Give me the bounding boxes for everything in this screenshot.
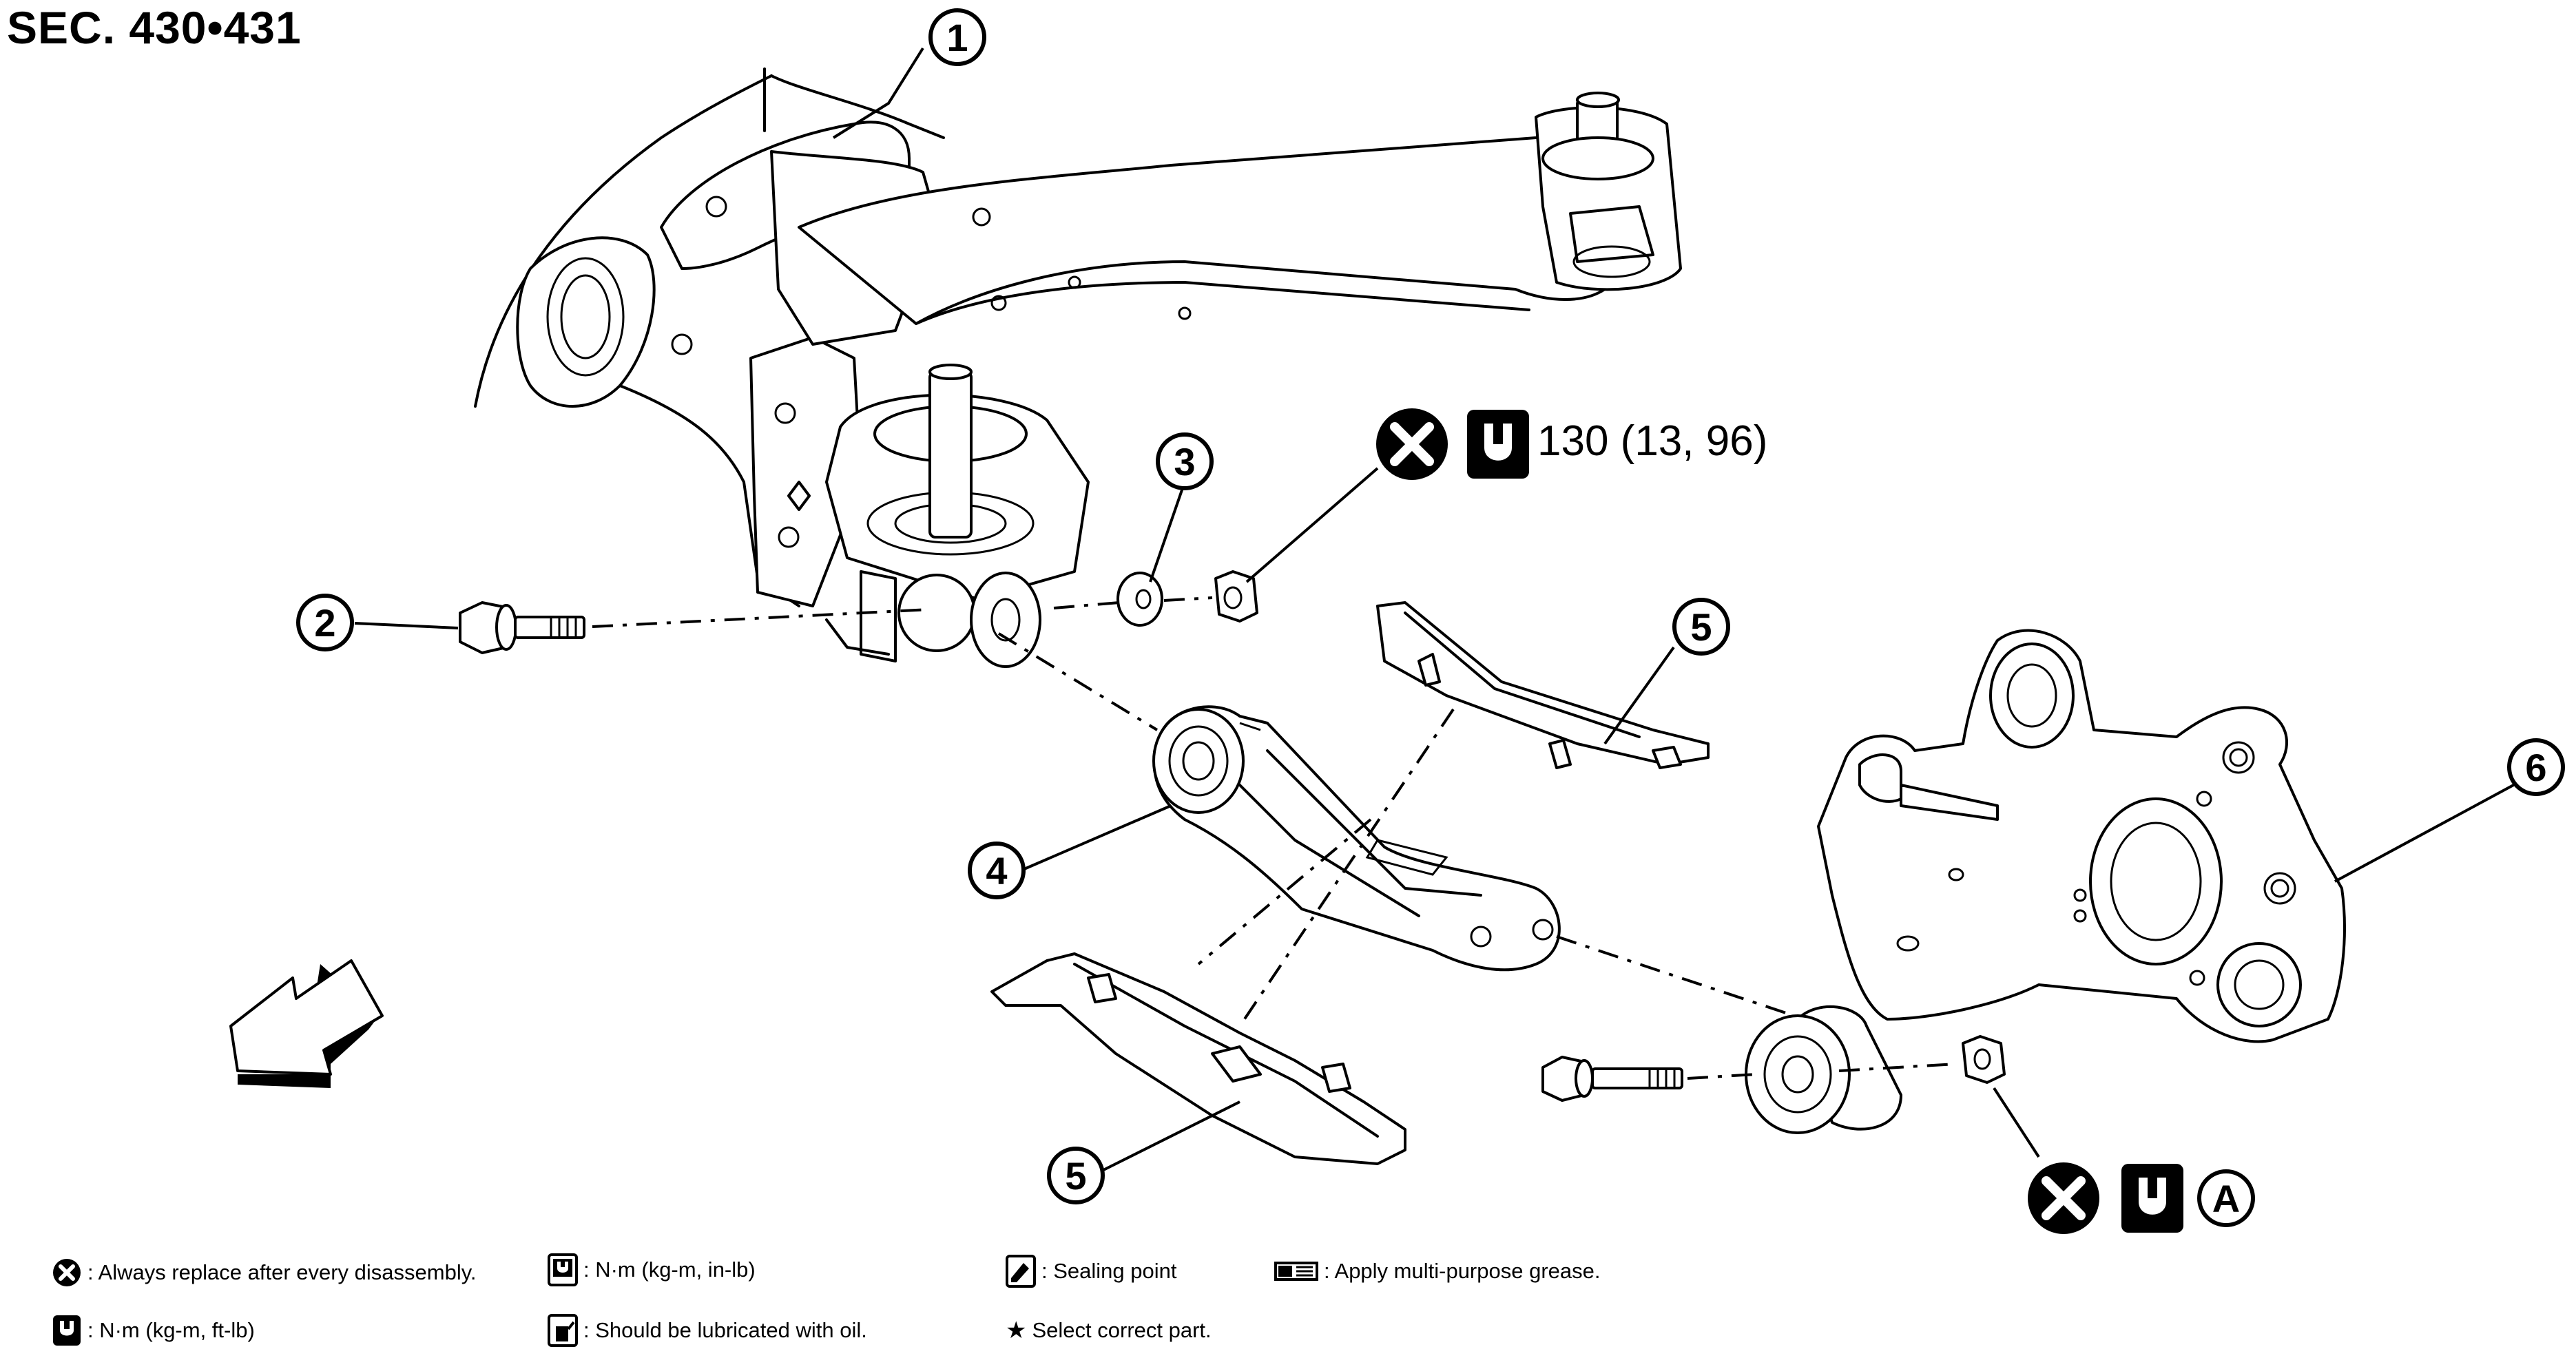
legend-sealing: : Sealing point bbox=[1006, 1255, 1176, 1288]
section-title: SEC. 430•431 bbox=[7, 2, 302, 53]
torque-symbol-lower bbox=[2121, 1164, 2183, 1233]
legend-sealing-text: : Sealing point bbox=[1041, 1259, 1177, 1283]
legend-grease: : Apply multi-purpose grease. bbox=[1274, 1257, 1601, 1285]
nut-lower bbox=[1962, 1035, 2006, 1084]
legend-replace-text: : Always replace after every disassembly… bbox=[87, 1260, 477, 1284]
replace-symbol-lower bbox=[2028, 1162, 2099, 1234]
grease-icon bbox=[1274, 1262, 1318, 1281]
nut-upper bbox=[1214, 570, 1258, 623]
torque-symbol-upper bbox=[1467, 410, 1529, 479]
bolt-2 bbox=[459, 601, 585, 654]
torque-in-lb-icon bbox=[548, 1253, 578, 1286]
member-bushing bbox=[825, 364, 1090, 668]
callout-4: 4 bbox=[968, 842, 1026, 899]
callout-6: 6 bbox=[2507, 738, 2565, 796]
torque-ft-lb-icon bbox=[53, 1315, 81, 1346]
torque-ref-a: A bbox=[2197, 1169, 2255, 1227]
legend-select: ★ Select correct part. bbox=[1006, 1317, 1212, 1344]
callout-3: 3 bbox=[1156, 432, 1214, 490]
star-icon: ★ bbox=[1006, 1317, 1027, 1344]
axle-housing-6 bbox=[1745, 629, 2346, 1134]
legend-select-text: Select correct part. bbox=[1032, 1318, 1212, 1342]
link-cover-upper-5 bbox=[1376, 601, 1710, 769]
torque-value-upper: 130 (13, 96) bbox=[1537, 417, 1768, 465]
lower-link-4 bbox=[1152, 705, 1561, 972]
callout-2: 2 bbox=[296, 594, 354, 651]
oil-can-icon bbox=[548, 1314, 578, 1347]
legend-replace: : Always replace after every disassembly… bbox=[52, 1257, 477, 1288]
legend-nm-ft-lb: : N·m (kg-m, ft-lb) bbox=[52, 1314, 255, 1347]
bolt-lower bbox=[1541, 1056, 1683, 1102]
link-cover-lower-5 bbox=[990, 952, 1406, 1165]
legend-oil: : Should be lubricated with oil. bbox=[548, 1314, 867, 1347]
legend-nm-ft-lb-text: : N·m (kg-m, ft-lb) bbox=[87, 1318, 255, 1342]
washer-3 bbox=[1116, 572, 1163, 627]
legend-oil-text: : Should be lubricated with oil. bbox=[583, 1318, 867, 1342]
replace-icon bbox=[53, 1259, 81, 1286]
callout-5-lower: 5 bbox=[1047, 1147, 1105, 1204]
legend-grease-text: : Apply multi-purpose grease. bbox=[1324, 1259, 1601, 1283]
replace-symbol-upper bbox=[1376, 408, 1448, 480]
upper-link bbox=[798, 92, 1682, 325]
legend-nm-in-lb-text: : N·m (kg-m, in-lb) bbox=[583, 1257, 756, 1282]
callout-1: 1 bbox=[928, 8, 986, 66]
callout-5-upper: 5 bbox=[1672, 598, 1730, 656]
sealing-point-icon bbox=[1006, 1255, 1036, 1288]
front-direction-arrow bbox=[229, 959, 384, 1088]
legend-nm-in-lb: : N·m (kg-m, in-lb) bbox=[548, 1253, 756, 1286]
